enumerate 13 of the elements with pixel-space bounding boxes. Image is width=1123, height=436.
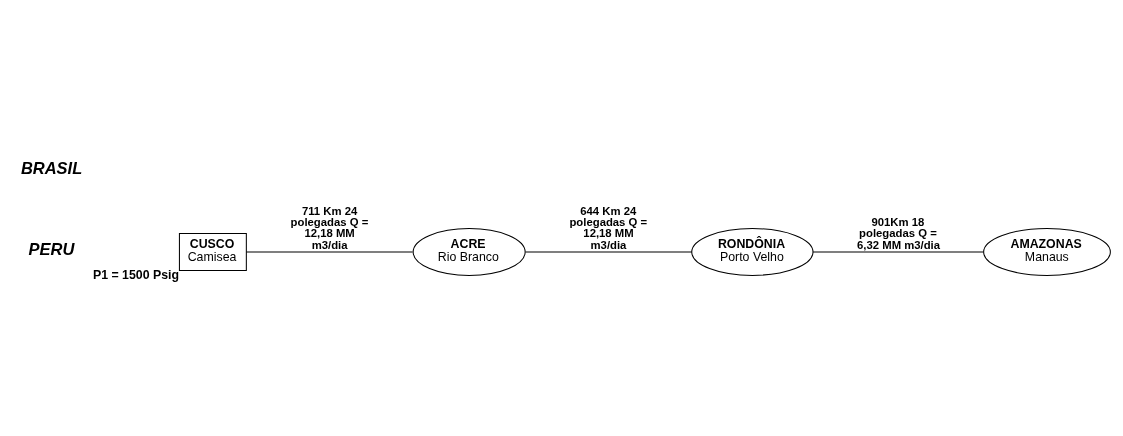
node-ellipse: ACRE Rio Branco: [412, 228, 526, 276]
edge-label: 644 Km 24 polegadas Q = 12,18 MM m3/dia: [569, 204, 648, 251]
edge-label: 901Km 18 polegadas Q = 6,32 MM m3/dia: [857, 216, 941, 251]
node-box: CUSCO Camisea: [178, 232, 247, 271]
node-ellipse: RONDÔNIA Porto Velho: [691, 228, 814, 276]
label: BRASIL: [20, 158, 83, 177]
edge-label: 711 Km 24 polegadas Q = 12,18 MM m3/dia: [290, 204, 369, 251]
connector: [812, 251, 984, 253]
node-label: P1 = 1500 Psig: [92, 268, 180, 283]
connector: [524, 251, 693, 253]
node-ellipse: AMAZONAS Manaus: [983, 228, 1111, 276]
connector: [245, 251, 414, 253]
label: PERU: [28, 239, 75, 258]
